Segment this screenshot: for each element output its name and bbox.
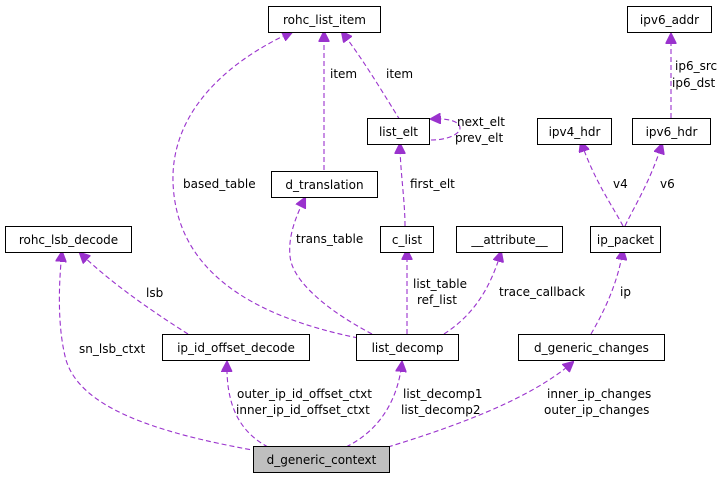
node-label-rohc-lsb-decode: rohc_lsb_decode bbox=[19, 233, 118, 247]
edge-label-ip: ip bbox=[620, 285, 631, 299]
node-ipv6-addr[interactable]: ipv6_addr bbox=[627, 6, 712, 33]
edge-label-trace-callback: trace_callback bbox=[499, 285, 585, 299]
node-label-attribute: __attribute__ bbox=[470, 233, 548, 247]
edge-v4 bbox=[581, 142, 624, 227]
node-rohc-lsb-decode[interactable]: rohc_lsb_decode bbox=[5, 226, 132, 253]
node-ip-packet[interactable]: ip_packet bbox=[590, 226, 661, 253]
edge-label-next-elt: next_elt bbox=[457, 115, 505, 129]
edge-label-outer-ip-changes: outer_ip_changes bbox=[544, 403, 649, 417]
node-attribute[interactable]: __attribute__ bbox=[456, 226, 563, 253]
edge-label-trans-table: trans_table bbox=[296, 232, 363, 246]
edge-first-elt bbox=[400, 144, 406, 227]
edge-label-based-table: based_table bbox=[183, 177, 256, 191]
edge-label-list-decomp2: list_decomp2 bbox=[401, 403, 481, 417]
edge-label-list-decomp1: list_decomp1 bbox=[403, 387, 483, 401]
edge-ip bbox=[590, 250, 623, 335]
node-ipv6-hdr[interactable]: ipv6_hdr bbox=[632, 118, 711, 145]
edge-ip-id-offset-ctxt bbox=[227, 362, 269, 448]
node-label-ip-packet: ip_packet bbox=[597, 233, 654, 247]
node-label-list-elt: list_elt bbox=[379, 125, 418, 139]
edge-item-list-elt bbox=[342, 32, 401, 121]
node-label-list-decomp: list_decomp bbox=[372, 341, 444, 355]
node-label-ipv4-hdr: ipv4_hdr bbox=[549, 125, 601, 139]
edge-label-first-elt: first_elt bbox=[410, 177, 455, 191]
edge-label-ip6-src: ip6_src bbox=[675, 59, 717, 73]
edge-trans-table bbox=[289, 198, 373, 335]
edge-trace-callback bbox=[443, 252, 501, 335]
edge-list-decomp bbox=[345, 362, 402, 448]
edge-label-v6: v6 bbox=[660, 177, 675, 191]
edge-lsb bbox=[80, 253, 189, 335]
edge-ip-changes bbox=[387, 362, 573, 448]
node-list-decomp[interactable]: list_decomp bbox=[356, 334, 459, 361]
node-label-c-list: c_list bbox=[392, 233, 423, 247]
edge-label-list-table: list_table bbox=[413, 277, 467, 291]
node-label-ipv6-hdr: ipv6_hdr bbox=[646, 125, 698, 139]
node-label-d-generic-changes: d_generic_changes bbox=[534, 341, 649, 355]
node-ip-id-offset-decode[interactable]: ip_id_offset_decode bbox=[162, 334, 310, 361]
node-label-d-generic-context: d_generic_context bbox=[267, 453, 377, 467]
edge-label-sn-lsb-ctxt: sn_lsb_ctxt bbox=[79, 342, 145, 356]
node-c-list[interactable]: c_list bbox=[380, 226, 434, 253]
edge-v6 bbox=[624, 144, 662, 227]
node-label-d-translation: d_translation bbox=[285, 178, 363, 192]
edge-label-ref-list: ref_list bbox=[417, 293, 457, 307]
edge-label-item-list-elt: item bbox=[386, 67, 413, 81]
edge-label-v4: v4 bbox=[613, 177, 628, 191]
edge-label-prev-elt: prev_elt bbox=[455, 131, 503, 145]
node-d-generic-context[interactable]: d_generic_context bbox=[253, 446, 390, 473]
edge-label-inner-ip-id-offset-ctxt: inner_ip_id_offset_ctxt bbox=[236, 403, 370, 417]
edge-based-table bbox=[172, 32, 359, 339]
edge-next-prev-elt bbox=[431, 119, 461, 141]
edge-label-inner-ip-changes: inner_ip_changes bbox=[547, 387, 651, 401]
node-d-translation[interactable]: d_translation bbox=[271, 171, 378, 198]
node-rohc-list-item[interactable]: rohc_list_item bbox=[268, 6, 381, 33]
node-ipv4-hdr[interactable]: ipv4_hdr bbox=[537, 118, 612, 145]
edge-label-lsb: lsb bbox=[146, 286, 163, 300]
edge-label-outer-ip-id-offset-ctxt: outer_ip_id_offset_ctxt bbox=[237, 387, 372, 401]
node-label-ipv6-addr: ipv6_addr bbox=[640, 13, 699, 27]
edge-label-item-translation: item bbox=[330, 67, 357, 81]
edge-label-ip6-dst: ip6_dst bbox=[672, 76, 715, 90]
node-label-rohc-list-item: rohc_list_item bbox=[283, 13, 366, 27]
node-label-ip-id-offset-decode: ip_id_offset_decode bbox=[177, 341, 295, 355]
node-list-elt[interactable]: list_elt bbox=[367, 118, 430, 145]
node-d-generic-changes[interactable]: d_generic_changes bbox=[518, 334, 665, 361]
